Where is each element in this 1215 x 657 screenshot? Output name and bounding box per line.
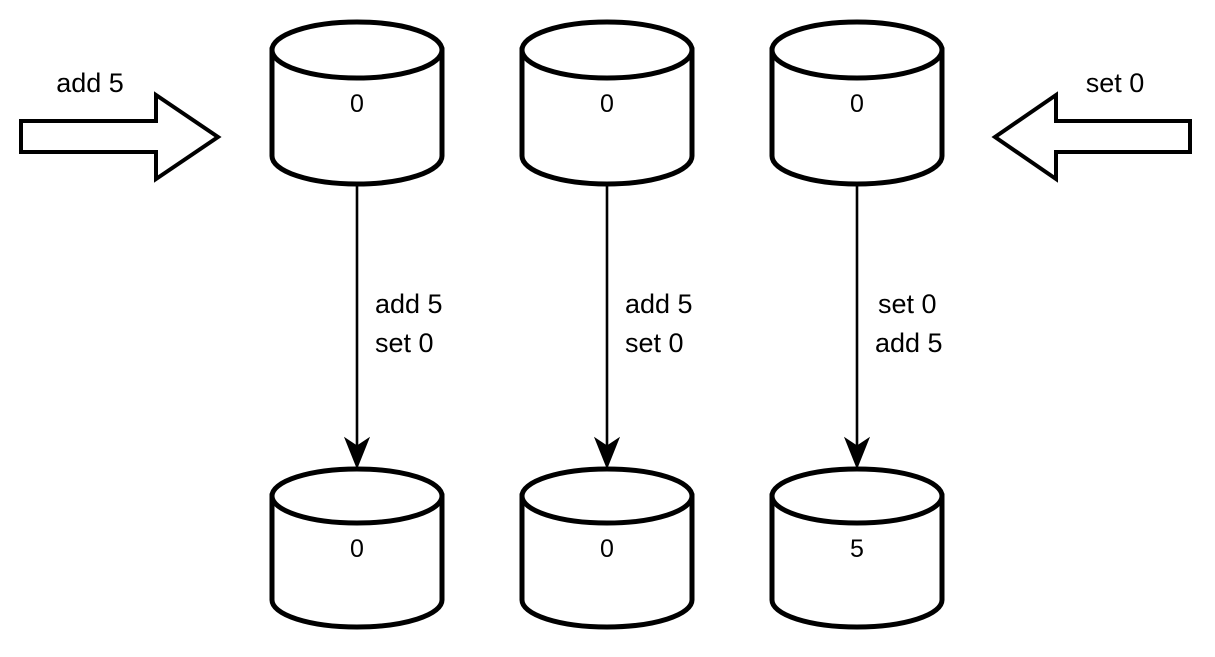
arrowhead [843,436,871,470]
replica-1-op-line-1: add 5 [375,289,443,319]
cylinder-body [769,47,945,187]
cylinder-body [519,47,695,187]
external-op-right-arrow [991,91,1192,183]
cylinder-body [519,493,695,630]
replica-2-connector-arrow [593,185,621,470]
replica-1-bottom-value: 0 [350,535,364,563]
replica-3-bottom-value: 5 [850,535,864,563]
replica-1-top-database-icon [269,19,445,187]
arrowhead [593,436,621,470]
external-op-left-label: add 5 [56,68,124,98]
replica-2-top-value: 0 [600,90,614,118]
cylinder-body [269,47,445,187]
replica-2-bottom-value: 0 [600,535,614,563]
block-arrow-right-shape [19,91,222,183]
replica-3-connector-arrow [843,185,871,470]
replica-3-top-database-icon [769,19,945,187]
cylinder-top-ellipse [519,19,695,81]
replica-1-connector-arrow [343,185,371,470]
replica-2-op-line-1: add 5 [625,289,693,319]
replica-3-top-value: 0 [850,90,864,118]
cylinder-body [269,493,445,630]
replica-3-op-line-1: set 0 [878,289,937,319]
arrowhead [343,436,371,470]
block-arrow-left-shape [991,91,1192,183]
replica-3-op-line-2: add 5 [875,328,943,358]
replica-1-bottom-database-icon [269,466,445,630]
replica-2-op-line-2: set 0 [625,328,684,358]
cylinder-top-ellipse [519,466,695,526]
cylinder-top-ellipse [269,466,445,526]
replica-1-top-value: 0 [350,90,364,118]
replica-2-top-database-icon [519,19,695,187]
cylinder-body [769,493,945,630]
external-op-right-label: set 0 [1086,68,1145,98]
replica-3-bottom-database-icon [769,466,945,630]
cylinder-top-ellipse [269,19,445,81]
replica-2-bottom-database-icon [519,466,695,630]
cylinder-top-ellipse [769,19,945,81]
external-op-left-arrow [19,91,222,183]
cylinder-top-ellipse [769,466,945,526]
replica-1-op-line-2: set 0 [375,328,434,358]
